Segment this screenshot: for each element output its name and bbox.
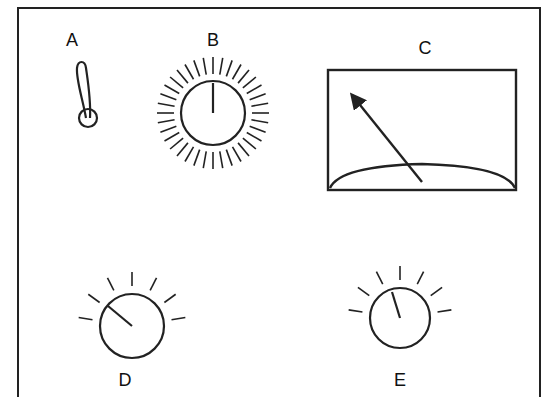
scale-tick <box>203 58 206 75</box>
scale-tick <box>417 272 423 284</box>
panel-frame <box>18 8 540 397</box>
scale-tick <box>172 318 186 320</box>
scale-tick <box>79 318 93 320</box>
control-letter: E <box>394 371 406 389</box>
scale-tick <box>238 70 249 83</box>
scale-tick <box>107 278 113 290</box>
scale-tick <box>251 103 268 106</box>
scale-tick <box>247 133 262 142</box>
rotary-knob <box>79 272 186 358</box>
scale-tick <box>212 152 214 169</box>
meter <box>328 70 516 190</box>
scale-tick <box>251 120 268 123</box>
scale-tick <box>250 126 266 132</box>
scale-tick <box>185 147 194 162</box>
scale-tick <box>160 94 176 100</box>
scale-tick <box>150 278 156 290</box>
scale-tick <box>88 294 99 302</box>
scale-tick <box>164 294 175 302</box>
scale-tick <box>203 151 206 168</box>
scale-tick <box>165 85 180 94</box>
scale-tick <box>247 85 262 94</box>
scale-tick <box>238 143 249 156</box>
scale-tick <box>252 112 269 114</box>
rotary-knob <box>349 266 452 348</box>
rotary-knob <box>157 57 269 169</box>
scale-tick <box>157 112 174 114</box>
scale-tick <box>358 287 369 295</box>
scale-tick <box>349 310 363 312</box>
scale-tick <box>431 287 442 295</box>
scale-tick <box>131 272 133 286</box>
scale-tick <box>233 147 242 162</box>
control-letter: D <box>119 371 132 389</box>
scale-tick <box>165 133 180 142</box>
scale-tick <box>226 60 232 76</box>
scale-tick <box>194 150 200 166</box>
scale-tick <box>177 70 188 83</box>
scale-tick <box>438 310 452 312</box>
scale-tick <box>226 150 232 166</box>
scale-tick <box>158 120 175 123</box>
scale-tick <box>220 151 223 168</box>
scale-tick <box>250 94 266 100</box>
control-letter: C <box>419 39 432 57</box>
scale-tick <box>185 65 194 80</box>
scale-tick <box>233 65 242 80</box>
scale-tick <box>212 57 214 74</box>
toggle-switch <box>77 62 97 127</box>
scale-tick <box>170 138 183 149</box>
scale-tick <box>177 143 188 156</box>
scale-tick <box>376 272 382 284</box>
control-letter: B <box>207 31 219 49</box>
scale-tick <box>220 58 223 75</box>
scale-tick <box>243 138 256 149</box>
control-letter: A <box>66 31 78 49</box>
scale-tick <box>170 77 183 88</box>
scale-tick <box>160 126 176 132</box>
scale-tick <box>194 60 200 76</box>
scale-tick <box>158 103 175 106</box>
scale-tick <box>243 77 256 88</box>
scale-tick <box>399 266 401 280</box>
